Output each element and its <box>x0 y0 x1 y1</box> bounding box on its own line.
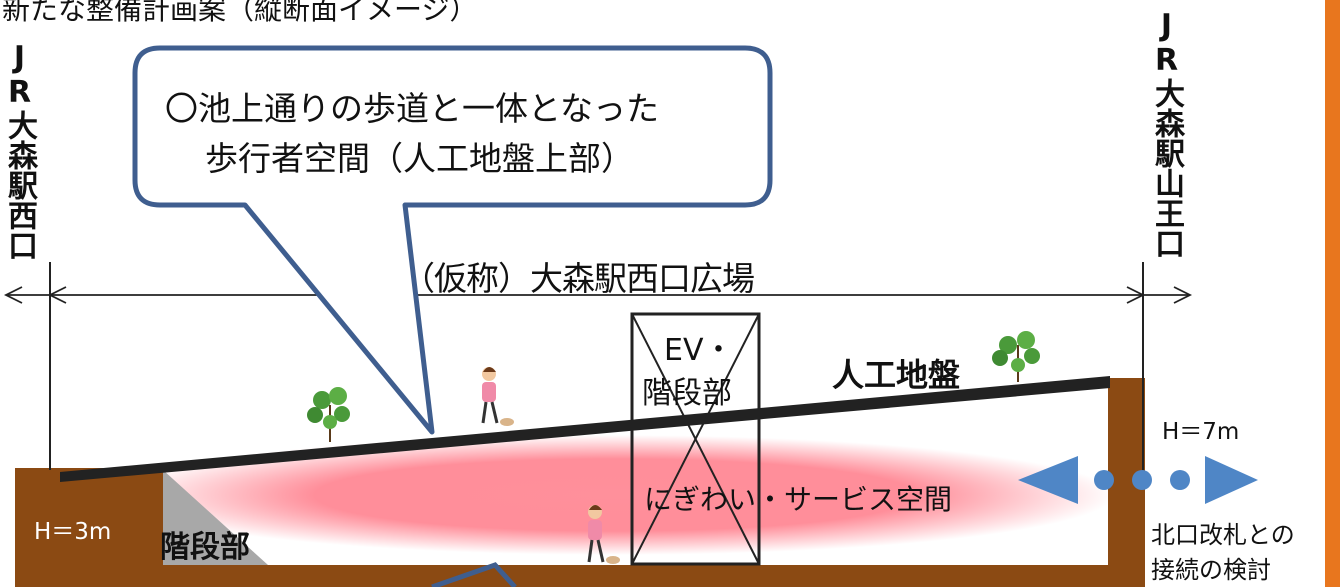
callout-text-line2: 歩行者空間（人工地盤上部） <box>205 139 634 178</box>
ground-floor <box>15 565 1145 587</box>
arrow-right-head <box>1205 456 1258 504</box>
lively-space-area <box>115 435 1115 555</box>
ev-label-line2: 階段部 <box>642 376 732 411</box>
arrow-dot <box>1094 470 1114 490</box>
sanno-exit-label: JR大森駅山王口 <box>1149 8 1184 258</box>
height-left-label: H＝3m <box>34 519 112 545</box>
arrowhead-inner-left <box>47 286 67 304</box>
west-exit-label: JR大森駅西口 <box>2 40 37 260</box>
ev-shaft <box>630 312 761 566</box>
stairs-wedge <box>163 470 268 565</box>
arrow-dot <box>1170 470 1190 490</box>
callout-bubble <box>132 45 773 435</box>
ev-label-line1: EV・ <box>664 333 734 368</box>
arrowhead-right <box>1173 286 1193 304</box>
callout-text-line1: 〇池上通りの歩道と一体となった <box>165 89 660 128</box>
orange-edge <box>1325 0 1340 587</box>
arrowhead-left <box>3 286 23 304</box>
north-gate-line1: 北口改札との <box>1151 521 1295 549</box>
arrow-dot <box>1132 470 1152 490</box>
tree-icon <box>307 387 350 442</box>
page-title: 新たな整備計画案（縦断面イメージ） <box>2 0 478 26</box>
arrowhead-inner-right <box>1126 286 1146 304</box>
pedestrian-icon <box>481 367 514 426</box>
ev-cross-line <box>631 313 760 565</box>
lively-space-label: にぎわい・サービス空間 <box>644 483 953 516</box>
lower-callout-fragment <box>431 562 517 587</box>
arrow-left-head <box>1018 456 1078 504</box>
stairs-label: 階段部 <box>160 530 250 565</box>
north-gate-line2: 接続の検討 <box>1151 556 1271 584</box>
plaza-name: （仮称）大森駅西口広場 <box>402 259 755 298</box>
artificial-deck <box>60 376 1110 482</box>
pedestrian-icon <box>587 505 620 564</box>
height-right-label: H＝7m <box>1162 419 1240 445</box>
deck-label: 人工地盤 <box>832 356 961 394</box>
tree-icon <box>992 331 1040 382</box>
